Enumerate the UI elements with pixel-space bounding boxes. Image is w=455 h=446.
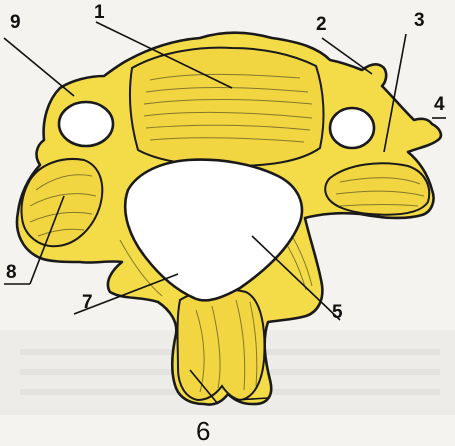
vertebral-body bbox=[130, 48, 323, 166]
transverse-foramen-left bbox=[59, 102, 113, 146]
label-2: 2 bbox=[316, 14, 327, 35]
label-1: 1 bbox=[94, 2, 105, 23]
label-3: 3 bbox=[414, 10, 425, 31]
spinous-process bbox=[178, 289, 265, 400]
label-4: 4 bbox=[434, 94, 445, 115]
label-5: 5 bbox=[332, 302, 343, 323]
articular-facet-right bbox=[325, 163, 429, 214]
label-6: 6 bbox=[196, 416, 210, 446]
label-7: 7 bbox=[82, 292, 93, 313]
label-8: 8 bbox=[6, 262, 17, 283]
label-9: 9 bbox=[10, 12, 21, 33]
leader-9 bbox=[4, 38, 74, 96]
transverse-foramen-right bbox=[330, 108, 374, 148]
